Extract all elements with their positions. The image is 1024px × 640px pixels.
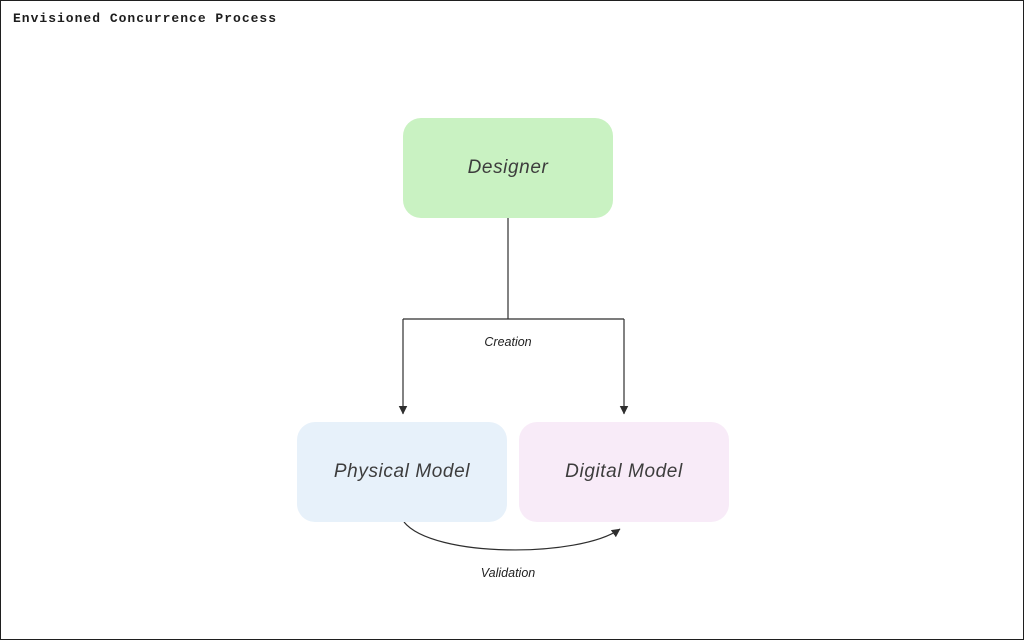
node-digital-model-label: Digital Model <box>565 461 683 482</box>
connector-validation-curve <box>403 521 621 551</box>
edge-label-creation: Creation <box>484 335 532 349</box>
node-designer-label: Designer <box>467 157 549 178</box>
page-title: Envisioned Concurrence Process <box>13 11 278 26</box>
node-physical-model: Physical Model <box>297 422 507 522</box>
node-digital-model: Digital Model <box>519 422 729 522</box>
node-designer: Designer <box>403 118 613 218</box>
node-physical-model-label: Physical Model <box>333 461 471 482</box>
edge-label-validation: Validation <box>480 566 536 580</box>
